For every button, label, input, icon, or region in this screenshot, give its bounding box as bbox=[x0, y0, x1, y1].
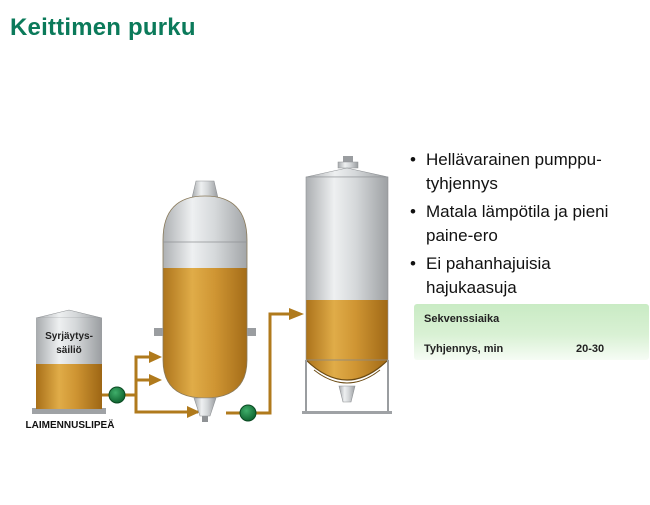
pump-1-icon bbox=[108, 386, 126, 404]
sequence-time-panel: Sekvenssiaika Tyhjennys, min 20-30 bbox=[414, 304, 649, 360]
flow-arrows bbox=[149, 308, 304, 418]
bullet-line: paine-ero bbox=[426, 226, 498, 245]
bullet-line: tyhjennys bbox=[426, 174, 498, 193]
displacement-tank: Syrjäytys- säiliö LAIMENNUSLIPEÄ bbox=[26, 309, 115, 431]
tank-label-line2: säiliö bbox=[56, 345, 82, 356]
benefits-list: Hellävarainen pumppu- tyhjennys Matala l… bbox=[410, 148, 645, 304]
sequence-title: Sekvenssiaika bbox=[424, 313, 500, 325]
bullet-line: Matala lämpötila ja pieni bbox=[426, 202, 609, 221]
tank-label-line1: Syrjäytys- bbox=[45, 331, 93, 342]
dilution-liquor-label: LAIMENNUSLIPEÄ bbox=[26, 418, 115, 431]
list-item: Hellävarainen pumppu- tyhjennys bbox=[410, 148, 645, 196]
page-title: Keittimen purku bbox=[10, 14, 196, 41]
list-item: Ei pahanhajuisia hajukaasuja bbox=[410, 252, 645, 300]
pump-2-icon bbox=[239, 404, 257, 422]
sequence-row-value: 20-30 bbox=[576, 343, 605, 355]
bullet-line: Hellävarainen pumppu- bbox=[426, 150, 602, 169]
blow-tank bbox=[302, 156, 392, 414]
bullet-line: hajukaasuja bbox=[426, 278, 517, 297]
list-item: Matala lämpötila ja pieni paine-ero bbox=[410, 200, 645, 248]
digester bbox=[154, 180, 256, 422]
bullet-line: Ei pahanhajuisia bbox=[426, 254, 551, 273]
sequence-row-label: Tyhjennys, min bbox=[424, 343, 504, 355]
